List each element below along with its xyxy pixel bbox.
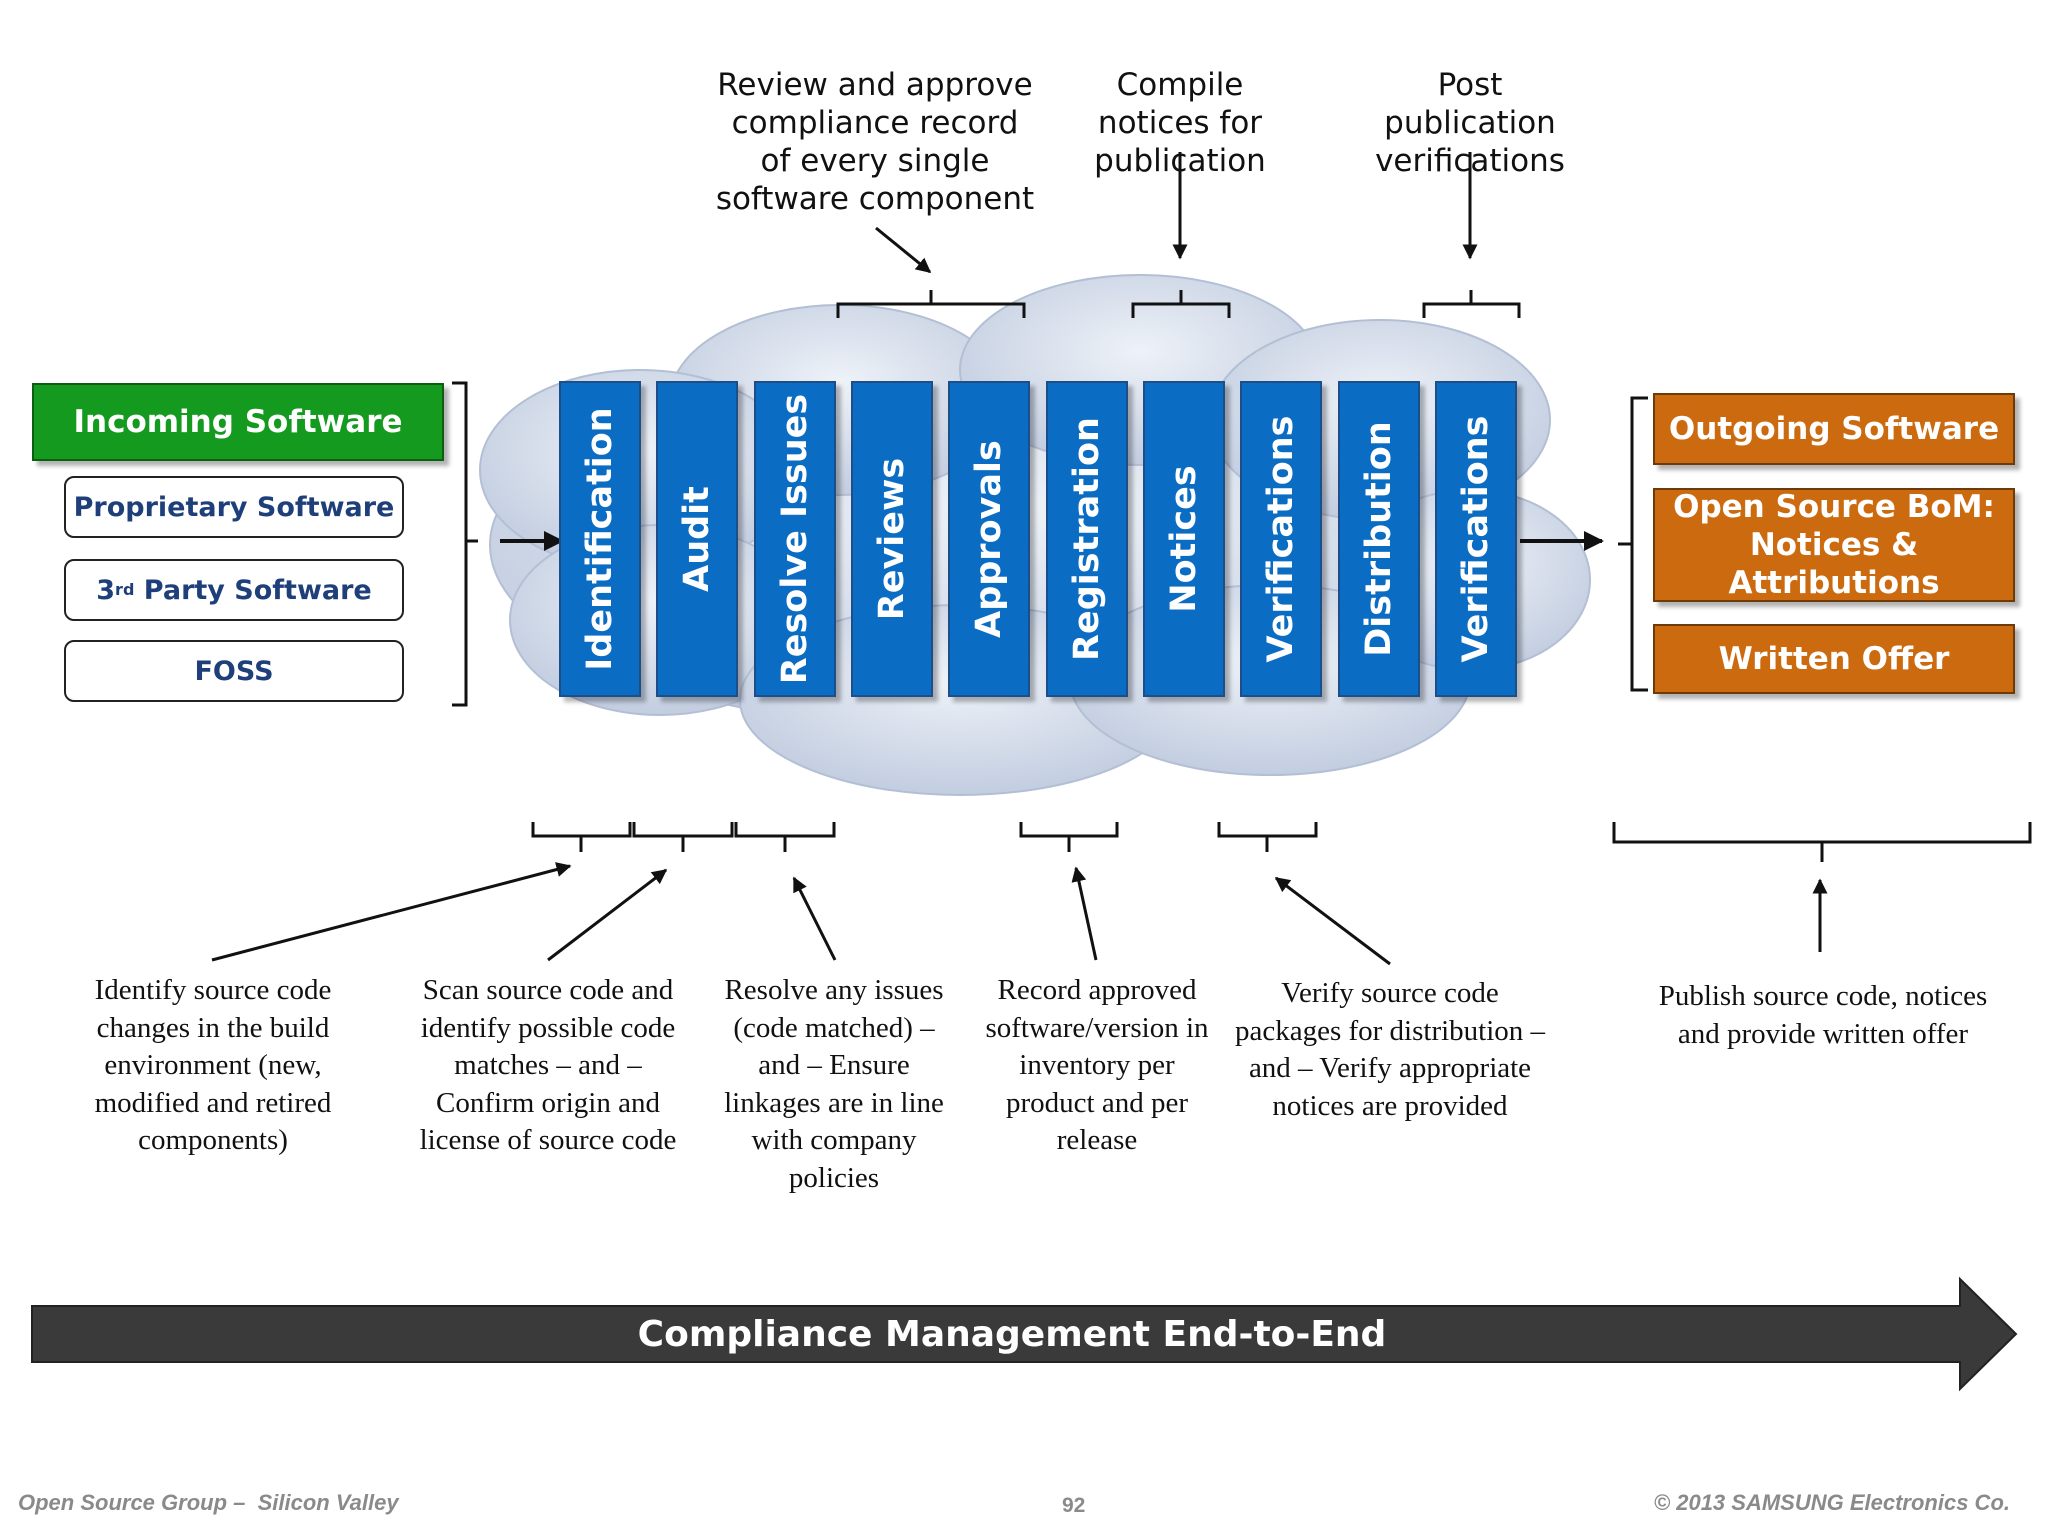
bottom-note-resolve: Resolve any issues (code matched) – and … <box>724 974 944 1194</box>
compliance-arrow-label: Compliance Management End-to-End <box>637 1313 1387 1355</box>
top-note-verification: Post publication verifications <box>1375 67 1565 179</box>
footer-page-number: 92 <box>1062 1494 1086 1517</box>
third-party-suffix: Party Software <box>134 574 372 606</box>
stage-notices: Notices <box>1143 381 1225 697</box>
open-source-bom-box: Open Source BoM: Notices & Attributions <box>1653 488 2015 602</box>
cloud-shape <box>479 274 1591 796</box>
stage-approvals: Approvals <box>948 381 1030 697</box>
outgoing-bracket <box>1618 396 1648 692</box>
stage-label: Registration <box>1067 417 1107 661</box>
third-party-prefix: 3 <box>96 574 116 606</box>
outgoing-software-box: Outgoing Software <box>1653 393 2015 465</box>
top-bracket-review <box>836 290 1026 318</box>
stage-distribution: Distribution <box>1338 381 1420 697</box>
footer-left: Open Source Group – Silicon Valley <box>18 1490 399 1515</box>
bottom-note-scan: Scan source code and identify possible c… <box>419 974 677 1156</box>
top-brackets <box>836 290 1521 318</box>
stage-label: Verifications <box>1261 415 1301 663</box>
bottom-arrow-resolve <box>792 876 837 961</box>
bottom-brackets <box>531 822 2032 862</box>
compliance-arrow <box>31 1276 2018 1392</box>
stage-label: Verifications <box>1456 415 1496 663</box>
bottom-note-record: Record approved software/version in inve… <box>985 974 1209 1156</box>
foss-box: FOSS <box>64 640 404 702</box>
stage-resolve-issues: Resolve Issues <box>754 381 836 697</box>
bottom-note-identify: Identify source code changes in the buil… <box>94 974 332 1156</box>
top-arrows <box>875 152 1478 274</box>
bottom-bracket-audit <box>632 822 734 852</box>
bottom-arrow-verify <box>1274 876 1391 966</box>
bottom-arrow-scan <box>547 868 668 962</box>
stage-label: Resolve Issues <box>775 393 815 685</box>
bottom-bracket-identification <box>531 822 632 852</box>
stage-label: Audit <box>677 486 717 592</box>
top-bracket-notices <box>1131 290 1231 318</box>
footer-right: © 2013 SAMSUNG Electronics Co. <box>1653 1490 2010 1515</box>
bottom-bracket-resolve <box>734 822 836 852</box>
incoming-bracket <box>452 381 478 707</box>
incoming-software-box: Incoming Software <box>32 383 444 461</box>
bottom-arrow-identify <box>211 862 572 962</box>
bottom-bracket-outgoing <box>1612 822 2032 862</box>
stage-verifications: Verifications <box>1240 381 1322 697</box>
bottom-note-publish: Publish source code, notices and provide… <box>1658 980 1988 1050</box>
bottom-arrows <box>211 862 1828 966</box>
top-arrow-review <box>875 226 932 274</box>
stage-label: Approvals <box>969 440 1009 638</box>
bottom-bracket-verification <box>1217 822 1318 852</box>
top-bracket-verification <box>1422 290 1521 318</box>
bottom-note-verify: Verify source code packages for distribu… <box>1234 977 1546 1122</box>
stage-label: Identification <box>580 407 620 671</box>
stage-label: Notices <box>1164 465 1204 613</box>
stage-registration: Registration <box>1046 381 1128 697</box>
stage-identification: Identification <box>559 381 641 697</box>
stage-label: Reviews <box>872 457 912 621</box>
stage-label: Distribution <box>1359 421 1399 657</box>
bottom-bracket-registration <box>1019 822 1119 852</box>
top-note-notices: Compile notices for publication <box>1094 67 1266 179</box>
stage-audit: Audit <box>656 381 738 697</box>
proprietary-software-box: Proprietary Software <box>64 476 404 538</box>
stage-reviews: Reviews <box>851 381 933 697</box>
bottom-arrow-record <box>1071 866 1098 961</box>
written-offer-box: Written Offer <box>1653 624 2015 694</box>
stage-post-verifications: Verifications <box>1435 381 1517 697</box>
top-note-review: Review and approve compliance record of … <box>715 67 1035 217</box>
